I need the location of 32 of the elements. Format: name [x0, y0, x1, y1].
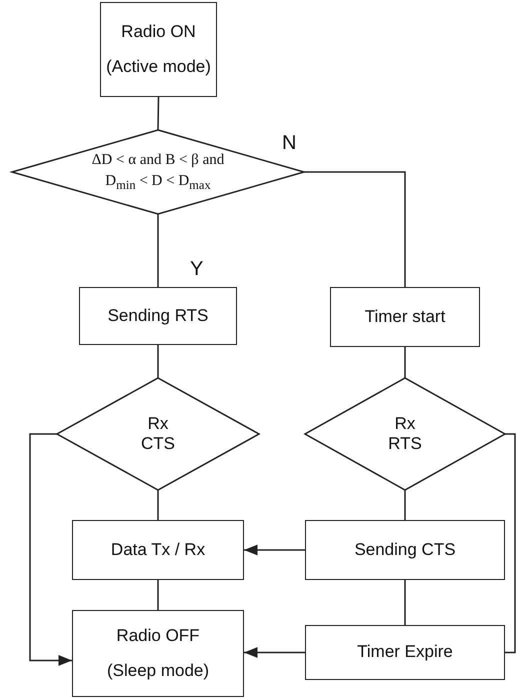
connector-line: [157, 580, 159, 610]
connector-line: [304, 171, 406, 287]
process-box: [72, 610, 244, 697]
connector-line: [404, 580, 406, 625]
box-text: (Sleep mode): [106, 660, 210, 681]
process-box: [72, 520, 244, 580]
condition-text: Rx RTS: [387, 414, 423, 454]
connector-line: [404, 490, 406, 520]
connector-line: [157, 96, 160, 130]
arrow: [244, 647, 305, 658]
connector-line: [404, 347, 406, 378]
box-text: Timer start: [364, 306, 446, 328]
box-text: Sending RTS: [108, 306, 208, 326]
connector-line: [157, 490, 159, 520]
box-text: Radio ON: [121, 22, 196, 42]
condition-text: Rx CTS: [140, 414, 176, 454]
arrow: [244, 544, 305, 556]
box-text: Data Tx / Rx: [110, 540, 206, 560]
process-box: [100, 2, 217, 97]
process-box: [305, 520, 505, 580]
connector-line: [505, 433, 516, 654]
connector-line: [157, 345, 159, 378]
box-text: Radio OFF: [116, 626, 200, 646]
box-text: Sending CTS: [354, 540, 456, 560]
process-box: [79, 287, 237, 345]
arrow: [29, 433, 72, 666]
process-box: [330, 287, 480, 347]
process-box: [305, 625, 505, 680]
box-text: Timer Expire: [357, 642, 453, 663]
connector-line: [157, 214, 159, 287]
condition-text: ΔD < α and B < β and D$_{min}$ < D < D$_{max}$: [90, 151, 226, 194]
box-text: (Active mode): [106, 56, 211, 77]
